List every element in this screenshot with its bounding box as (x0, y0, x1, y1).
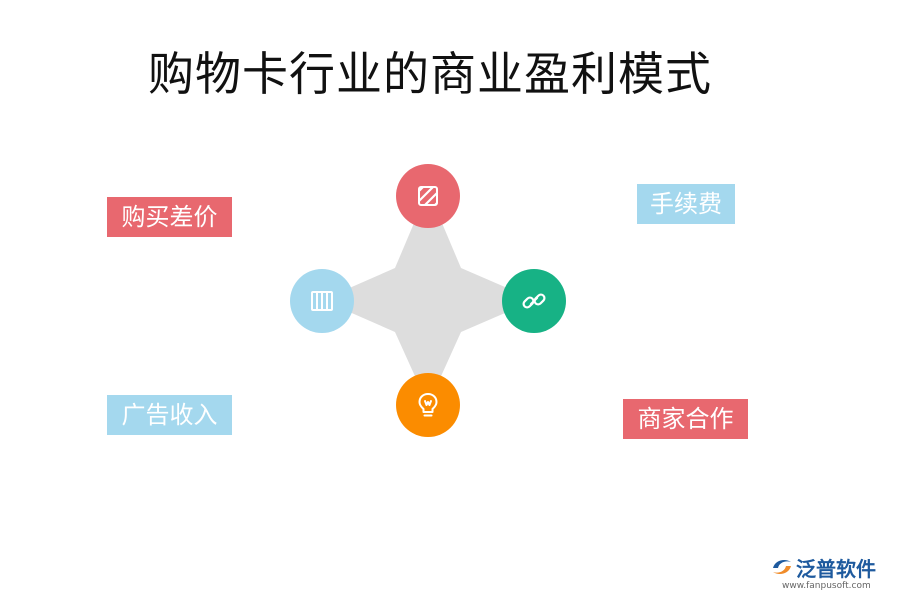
link-chain-icon (522, 293, 546, 309)
brand-url: www.fanpusoft.com (782, 581, 871, 591)
label-advertising-revenue: 广告收入 (107, 395, 232, 435)
node-right (502, 269, 566, 333)
node-left (290, 269, 354, 333)
fanpu-logo-icon (773, 560, 791, 574)
brand-name: 泛普软件 (796, 557, 876, 581)
label-handling-fee: 手续费 (637, 184, 735, 224)
label-purchase-price-difference: 购买差价 (107, 197, 232, 237)
node-bottom (396, 373, 460, 437)
striped-square-icon (418, 186, 438, 206)
label-merchant-cooperation: 商家合作 (623, 399, 748, 439)
page-title: 购物卡行业的商业盈利模式 (148, 47, 712, 101)
four-point-star-diagram (280, 155, 580, 445)
node-top (396, 164, 460, 228)
star-shape (322, 190, 535, 405)
fanpu-logo: 泛普软件 www.fanpusoft.com (770, 553, 895, 595)
columns-icon (311, 291, 333, 311)
lightbulb-icon (418, 393, 438, 417)
